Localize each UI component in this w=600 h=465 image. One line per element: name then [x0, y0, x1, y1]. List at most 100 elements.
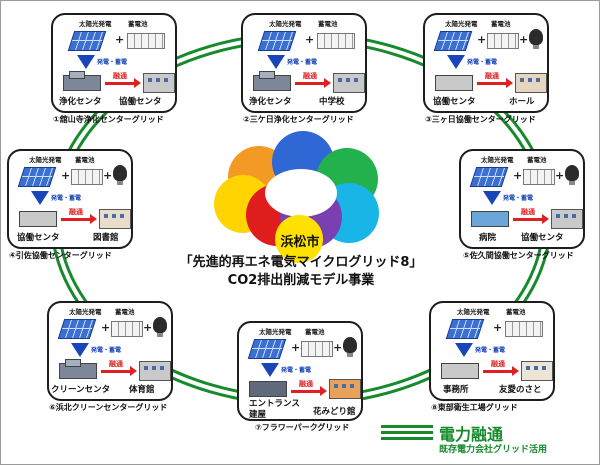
dest-name: ホール [509, 97, 535, 107]
grid-card-7: 太陽光発電 蓄電池 + + 発電・蓄電 融通 エントランス 建屋 花みどり館 [237, 321, 363, 421]
grid-card-2: 太陽光発電 蓄電池 + 発電・蓄電 融通 浄化センタ 中学校 [241, 13, 367, 113]
solar-panel-icon [433, 31, 473, 51]
solar-panel-icon [67, 31, 107, 51]
yuzu-label: 融通 [485, 72, 499, 80]
solar-label: 太陽光発電 [259, 328, 292, 336]
source-building-icon [19, 207, 57, 227]
dest-building-icon [515, 69, 547, 93]
plus-icon: + [333, 341, 343, 354]
yuzu-label: 融通 [299, 380, 313, 388]
source-name: 協働センタ [17, 233, 60, 243]
battery-icon [487, 33, 519, 49]
grid-card-3: 太陽光発電 蓄電池 + + 発電・蓄電 融通 協働センタ ホール [423, 13, 549, 113]
gen-label: 発電・蓄電 [97, 59, 128, 66]
battery-icon [523, 169, 555, 185]
dest-name: 体育館 [129, 385, 155, 395]
grid-card-5: 太陽光発電 蓄電池 + + 発電・蓄電 融通 病院 協働センタ [459, 149, 585, 249]
source-name: 病院 [479, 233, 497, 243]
source-name: 浄化センタ [249, 97, 292, 107]
down-arrow-icon [483, 191, 501, 205]
dest-building-icon [143, 69, 175, 93]
solar-label: 太陽光発電 [445, 20, 478, 28]
gen-label: 発電・蓄電 [287, 59, 318, 66]
grid-card-1: 太陽光発電 蓄電池 + 発電・蓄電 融通 浄化センタ 協働センタ [51, 13, 177, 113]
plus-icon: + [305, 33, 315, 46]
transfer-arrow-icon [101, 366, 137, 376]
yuzu-label: 融通 [109, 360, 123, 368]
down-arrow-icon [267, 55, 285, 69]
city-circle [275, 215, 323, 263]
dest-name: 図書館 [93, 233, 119, 243]
solar-panel-icon [257, 31, 297, 51]
source-name: クリーンセンタ [51, 385, 111, 395]
transfer-arrow-icon [105, 78, 141, 88]
grid-name-3: ③三ヶ日協働センターグリッド [425, 115, 536, 124]
solar-label: 太陽光発電 [457, 308, 490, 316]
yuzu-label: 融通 [69, 208, 83, 216]
dest-name: 友愛のさと [499, 385, 542, 395]
dest-name: 花みどり館 [313, 407, 356, 417]
source-building-icon [249, 377, 287, 397]
legend-line-icon [381, 437, 433, 440]
transfer-arrow-icon [483, 366, 519, 376]
plus-icon: + [143, 321, 153, 334]
down-arrow-icon [455, 343, 473, 357]
battery-icon [301, 341, 333, 357]
plus-icon: + [513, 169, 523, 182]
transfer-arrow-icon [513, 214, 549, 224]
dest-name: 協働センタ [119, 97, 162, 107]
source-name: エントランス 建屋 [249, 399, 300, 420]
down-arrow-icon [261, 363, 279, 377]
plus-icon: + [101, 321, 111, 334]
solar-panel-icon [17, 167, 57, 187]
source-name: 事務所 [443, 385, 469, 395]
plus-icon: + [103, 169, 113, 182]
gen-label: 発電・蓄電 [467, 59, 498, 66]
source-building-icon [59, 359, 97, 379]
plus-icon: + [493, 321, 503, 334]
solar-label: 太陽光発電 [29, 156, 62, 164]
source-building-icon [435, 71, 473, 91]
solar-label: 太陽光発電 [481, 156, 514, 164]
gen-label: 発電・蓄電 [91, 347, 122, 354]
dest-building-icon [551, 205, 583, 229]
dest-building-icon [99, 205, 131, 229]
grid-name-5: ⑤佐久間協働センターグリッド [463, 251, 574, 260]
battery-label: 蓄電池 [527, 156, 547, 164]
grid-card-4: 太陽光発電 蓄電池 + + 発電・蓄電 融通 協働センタ 図書館 [7, 149, 133, 249]
dest-building-icon [329, 375, 361, 399]
plus-icon: + [555, 169, 565, 182]
grid-name-6: ⑥浜北クリーンセンターグリッド [49, 403, 168, 412]
battery-label: 蓄電池 [75, 156, 95, 164]
gen-label: 発電・蓄電 [51, 195, 82, 202]
gen-label: 発電・蓄電 [503, 195, 534, 202]
battery-label: 蓄電池 [491, 20, 511, 28]
plus-icon: + [519, 33, 529, 46]
dest-building-icon [521, 357, 553, 381]
transfer-arrow-icon [291, 386, 327, 396]
project-title-line2: CO2排出削減モデル事業 [227, 273, 375, 288]
plus-icon: + [115, 33, 125, 46]
led-bulb-icon [153, 317, 167, 337]
solar-panel-icon [57, 319, 97, 339]
battery-label: 蓄電池 [128, 20, 148, 28]
source-building-icon [253, 71, 291, 91]
led-bulb-icon [529, 29, 543, 49]
plus-icon: + [477, 33, 487, 46]
led-bulb-icon [343, 337, 357, 357]
dest-building-icon [139, 357, 171, 381]
transfer-arrow-icon [61, 214, 97, 224]
transfer-arrow-icon [295, 78, 331, 88]
down-arrow-icon [31, 191, 49, 205]
battery-icon [111, 321, 143, 337]
grid-card-8: 太陽光発電 蓄電池 + 発電・蓄電 融通 事務所 友愛のさと [429, 301, 555, 401]
battery-label: 蓄電池 [318, 20, 338, 28]
battery-icon [127, 33, 165, 49]
yuzu-label: 融通 [491, 360, 505, 368]
battery-label: 蓄電池 [506, 308, 526, 316]
dest-name: 協働センタ [521, 233, 564, 243]
gen-label: 発電・蓄電 [475, 347, 506, 354]
down-arrow-icon [71, 343, 89, 357]
